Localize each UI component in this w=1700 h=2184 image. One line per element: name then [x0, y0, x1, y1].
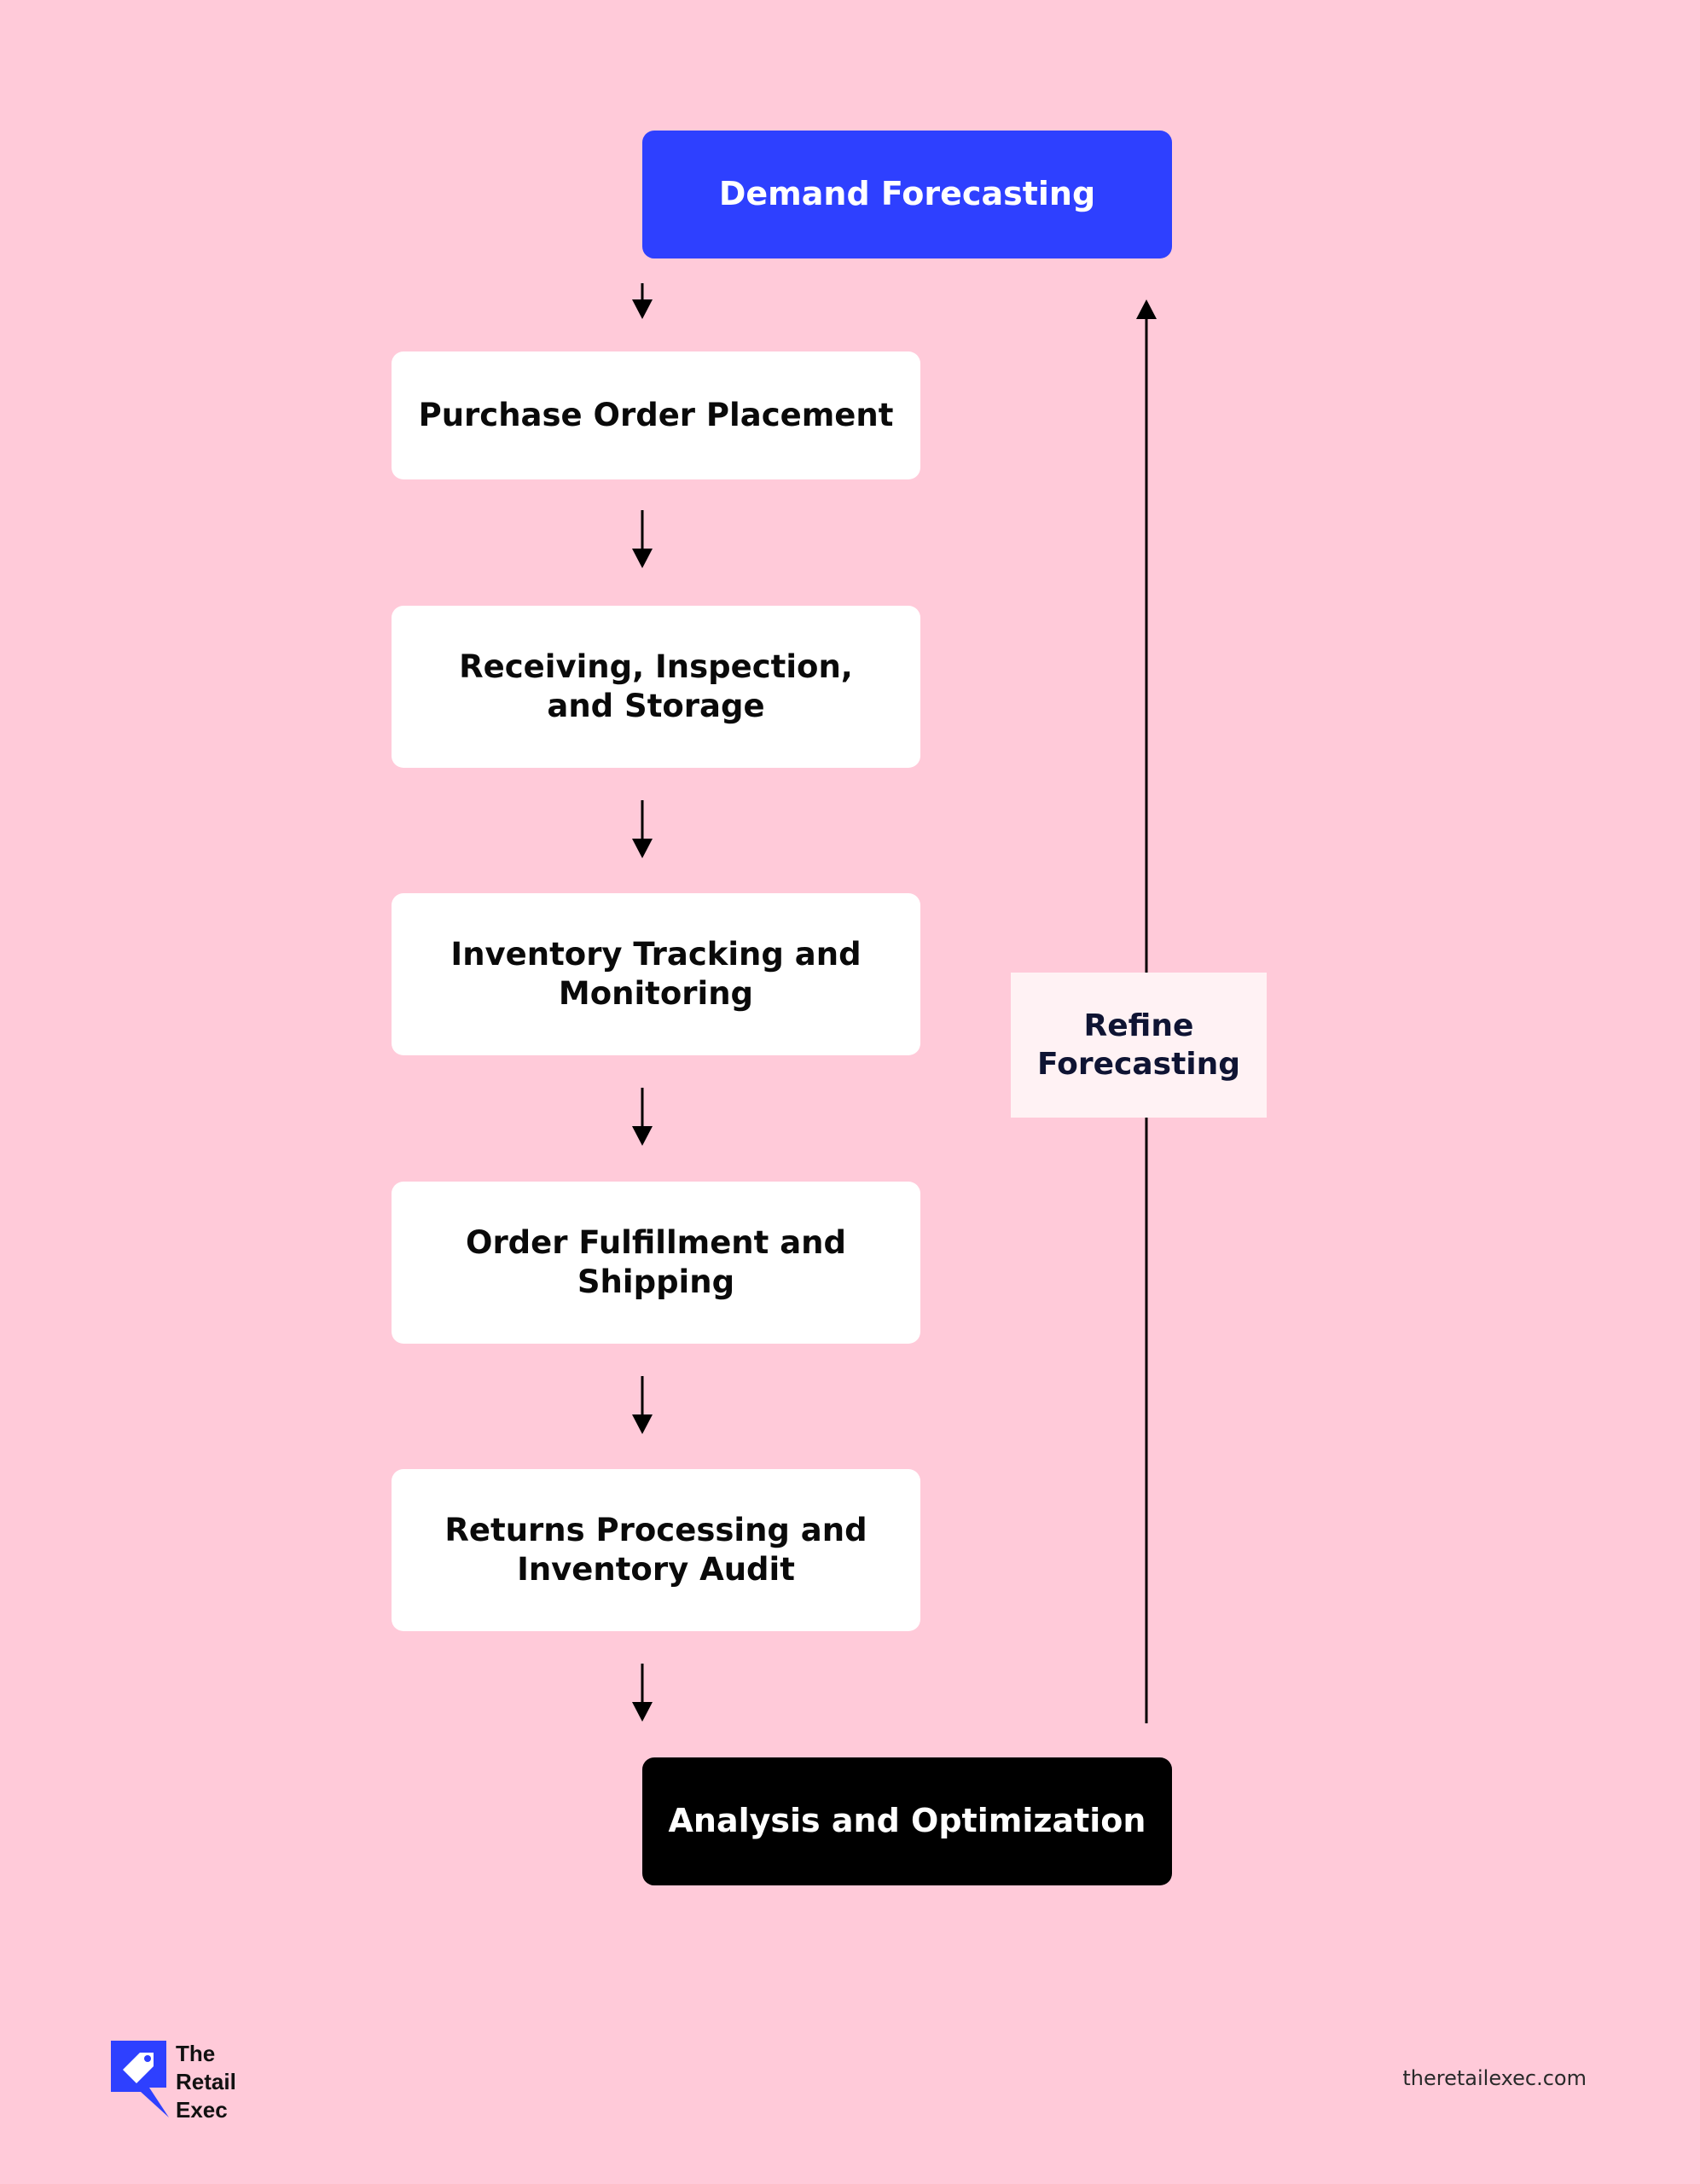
inventory-tracking-node: Inventory Tracking and Monitoring	[392, 893, 920, 1055]
arrow-6-head	[632, 1702, 653, 1722]
order-fulfillment-node: Order Fulfillment and Shipping	[392, 1182, 920, 1344]
price-tag-icon	[111, 2041, 169, 2117]
arrow-2-head	[632, 549, 653, 568]
analysis-optimization-node: Analysis and Optimization	[642, 1757, 1172, 1885]
loop-arrow-head	[1136, 299, 1157, 319]
website-url[interactable]: theretailexec.com	[1402, 2066, 1587, 2090]
arrow-4-head	[632, 1126, 653, 1146]
refine-forecasting-label: Refine Forecasting	[1011, 973, 1267, 1118]
returns-processing-node: Returns Processing and Inventory Audit	[392, 1469, 920, 1631]
purchase-order-node: Purchase Order Placement	[392, 351, 920, 479]
arrow-1-head	[632, 299, 653, 319]
arrow-3-head	[632, 839, 653, 858]
receiving-node: Receiving, Inspection, and Storage	[392, 606, 920, 768]
demand-forecasting-node: Demand Forecasting	[642, 131, 1172, 258]
brand-logo-text: The Retail Exec	[176, 2041, 236, 2123]
arrow-5-head	[632, 1414, 653, 1434]
